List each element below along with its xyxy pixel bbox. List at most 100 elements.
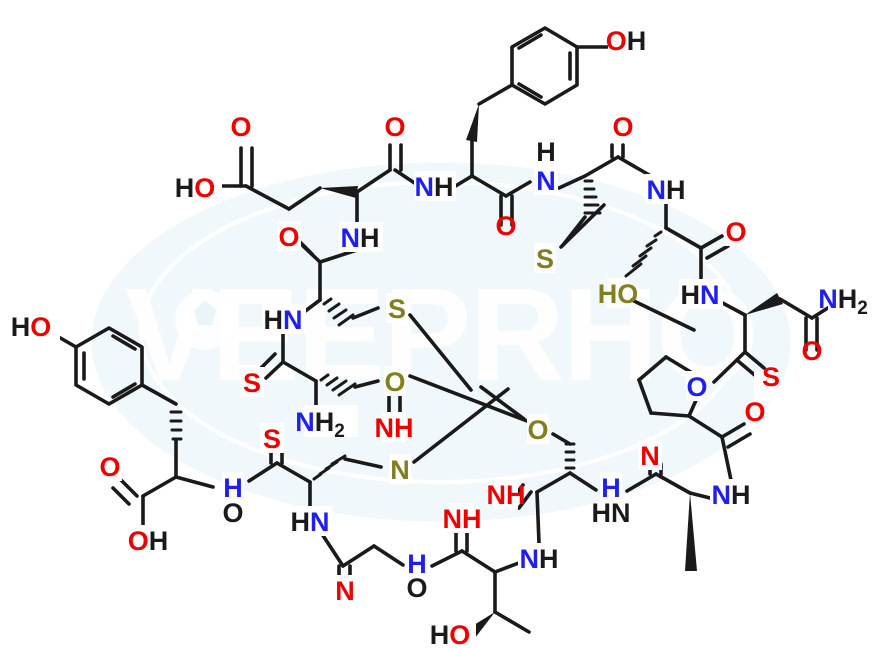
label-ho-thr: HO: [430, 620, 471, 648]
ring-tyr-top-d2: [517, 33, 543, 50]
bond-cysC-co-nh: [616, 155, 653, 178]
hash-cysA-cb: [322, 297, 355, 327]
label-nh-under-glu: NH: [341, 223, 380, 253]
bond-ss-F: [412, 387, 510, 464]
wedge-asn-cb: [745, 293, 783, 315]
halo-8: [534, 165, 558, 195]
halo-26: [527, 414, 549, 444]
halo-40: [406, 548, 428, 578]
halo-33: [638, 440, 662, 470]
label-oh-tyr-top: OH: [606, 26, 647, 56]
label-o-ala-co: N: [640, 441, 660, 471]
halo-23: [304, 405, 358, 437]
label-oh-tyr-left-acid: OH: [128, 526, 169, 556]
label-h-over-n-tyrcys: H: [536, 137, 556, 167]
bond-pro-co-nh: [720, 435, 733, 482]
label-hn-under-cysleft: HN: [291, 507, 330, 537]
bond-tyrleft-co-o-b: [111, 486, 131, 506]
halo-44: [424, 619, 476, 648]
hydrogen-labels: H O HN O: [222, 137, 630, 603]
ring-tyr-left-d3: [111, 382, 137, 399]
halo-9: [645, 174, 689, 204]
halo-21: [384, 366, 406, 396]
bond-cysB-cb-s: [353, 379, 380, 389]
label-nh-thr: NH: [520, 544, 559, 574]
label-ho-tyr-left: HO: [11, 312, 52, 342]
bond-thr-ca-co: [460, 549, 497, 574]
label-s-sulfoxide: O: [384, 367, 405, 397]
label-s-tyr-cys-a: S: [536, 244, 554, 274]
bond-cysD-co-o-a: [699, 234, 724, 250]
label-s-upper-right: HO: [598, 279, 639, 309]
halo-10: [724, 216, 748, 246]
halo-27: [98, 451, 122, 481]
bond-ala-ca-co: [654, 472, 692, 495]
label-halos: [6, 25, 882, 648]
bond-tyrleft-co-o-a: [119, 478, 139, 498]
bond-asn-co-o-b: [736, 359, 759, 379]
bond-cysC-ca-co: [583, 155, 620, 178]
halo-28: [260, 423, 284, 453]
label-o-gly-left: S: [263, 424, 281, 454]
atom-label-layer: OH O HO O O O O O HO S NH O S O O S NH N…: [6, 25, 882, 648]
bond-cysE-cb-s: [551, 432, 572, 446]
label-h-under-n-tyrleft: O: [222, 498, 243, 528]
halo-19: [386, 293, 408, 323]
halo-11: [277, 221, 301, 251]
bond-gly-n-ca: [372, 544, 405, 567]
bond-ss-B: [408, 374, 529, 423]
bond-cysE-ca-co: [535, 471, 572, 494]
halo-32: [494, 479, 518, 509]
oxygen-labels: OH O HO O O O O O HO S NH O S O O S NH N…: [11, 26, 823, 648]
halo-24: [686, 371, 708, 401]
wedge-glu-ca: [320, 186, 358, 198]
bond-cysD-co-o-b: [705, 244, 730, 260]
bond-ss-A: [408, 313, 473, 392]
nitrogen-labels: NH N NH NH HN HN O H NH H HN H NH NH2 NH…: [223, 166, 868, 579]
bond-cysE-co-o-a: [517, 490, 533, 510]
bond-glu-cb-cg: [287, 186, 322, 211]
halo-2: [229, 111, 253, 141]
label-nh-tyr-left: H: [223, 473, 243, 503]
label-o-thr-amide: NH: [443, 504, 482, 534]
label-nh-ala: NH: [712, 480, 751, 510]
bond-pro-cg-cb: [637, 378, 653, 415]
bond-thr-cb-cg: [493, 610, 531, 634]
halo-17: [6, 311, 60, 341]
bond-gly-ca-co: [341, 544, 376, 568]
bond-tyrtop-co-n: [504, 180, 532, 198]
halo-22: [382, 412, 406, 442]
bond-pro-cd-cg: [637, 355, 668, 382]
halo-18: [262, 304, 306, 334]
halo-25: [754, 371, 778, 401]
bond-pro-co-o-a: [720, 422, 746, 439]
label-s-cys-a: S: [388, 294, 406, 324]
label-nh-glu-tyr: NH: [415, 172, 454, 202]
bond-thr-co-ngly: [430, 549, 464, 568]
label-s-mid-bottom: O: [527, 415, 548, 445]
label-o-glu-nh-co: O: [278, 222, 299, 252]
halo-42: [450, 503, 474, 533]
halo-1: [608, 25, 648, 55]
bond-tyrleft-ca-co: [141, 475, 178, 498]
label-o-asn-side: O: [801, 336, 822, 366]
bond-pro-ca-co: [687, 414, 724, 439]
halo-20: [240, 367, 264, 397]
ring-tyr-left-d2: [111, 334, 137, 351]
halo-5: [611, 111, 635, 141]
halo-12: [339, 222, 383, 252]
halo-38: [126, 525, 172, 555]
label-h-cys-bottom: HN: [592, 498, 631, 528]
halo-34: [710, 479, 754, 509]
label-o-glu-acid: O: [230, 112, 251, 142]
bond-cysE-n-ca: [568, 471, 598, 492]
bond-amide-o-a: [264, 360, 285, 380]
bond-s-chain-up: [559, 203, 606, 249]
bond-cysE-co-nh: [535, 490, 541, 545]
wedge-ala-methyl: [685, 493, 697, 571]
label-nh-cys-cys: NH: [647, 175, 686, 205]
halo-43: [518, 543, 562, 573]
halo-31: [222, 501, 244, 527]
halo-41: [406, 575, 428, 601]
